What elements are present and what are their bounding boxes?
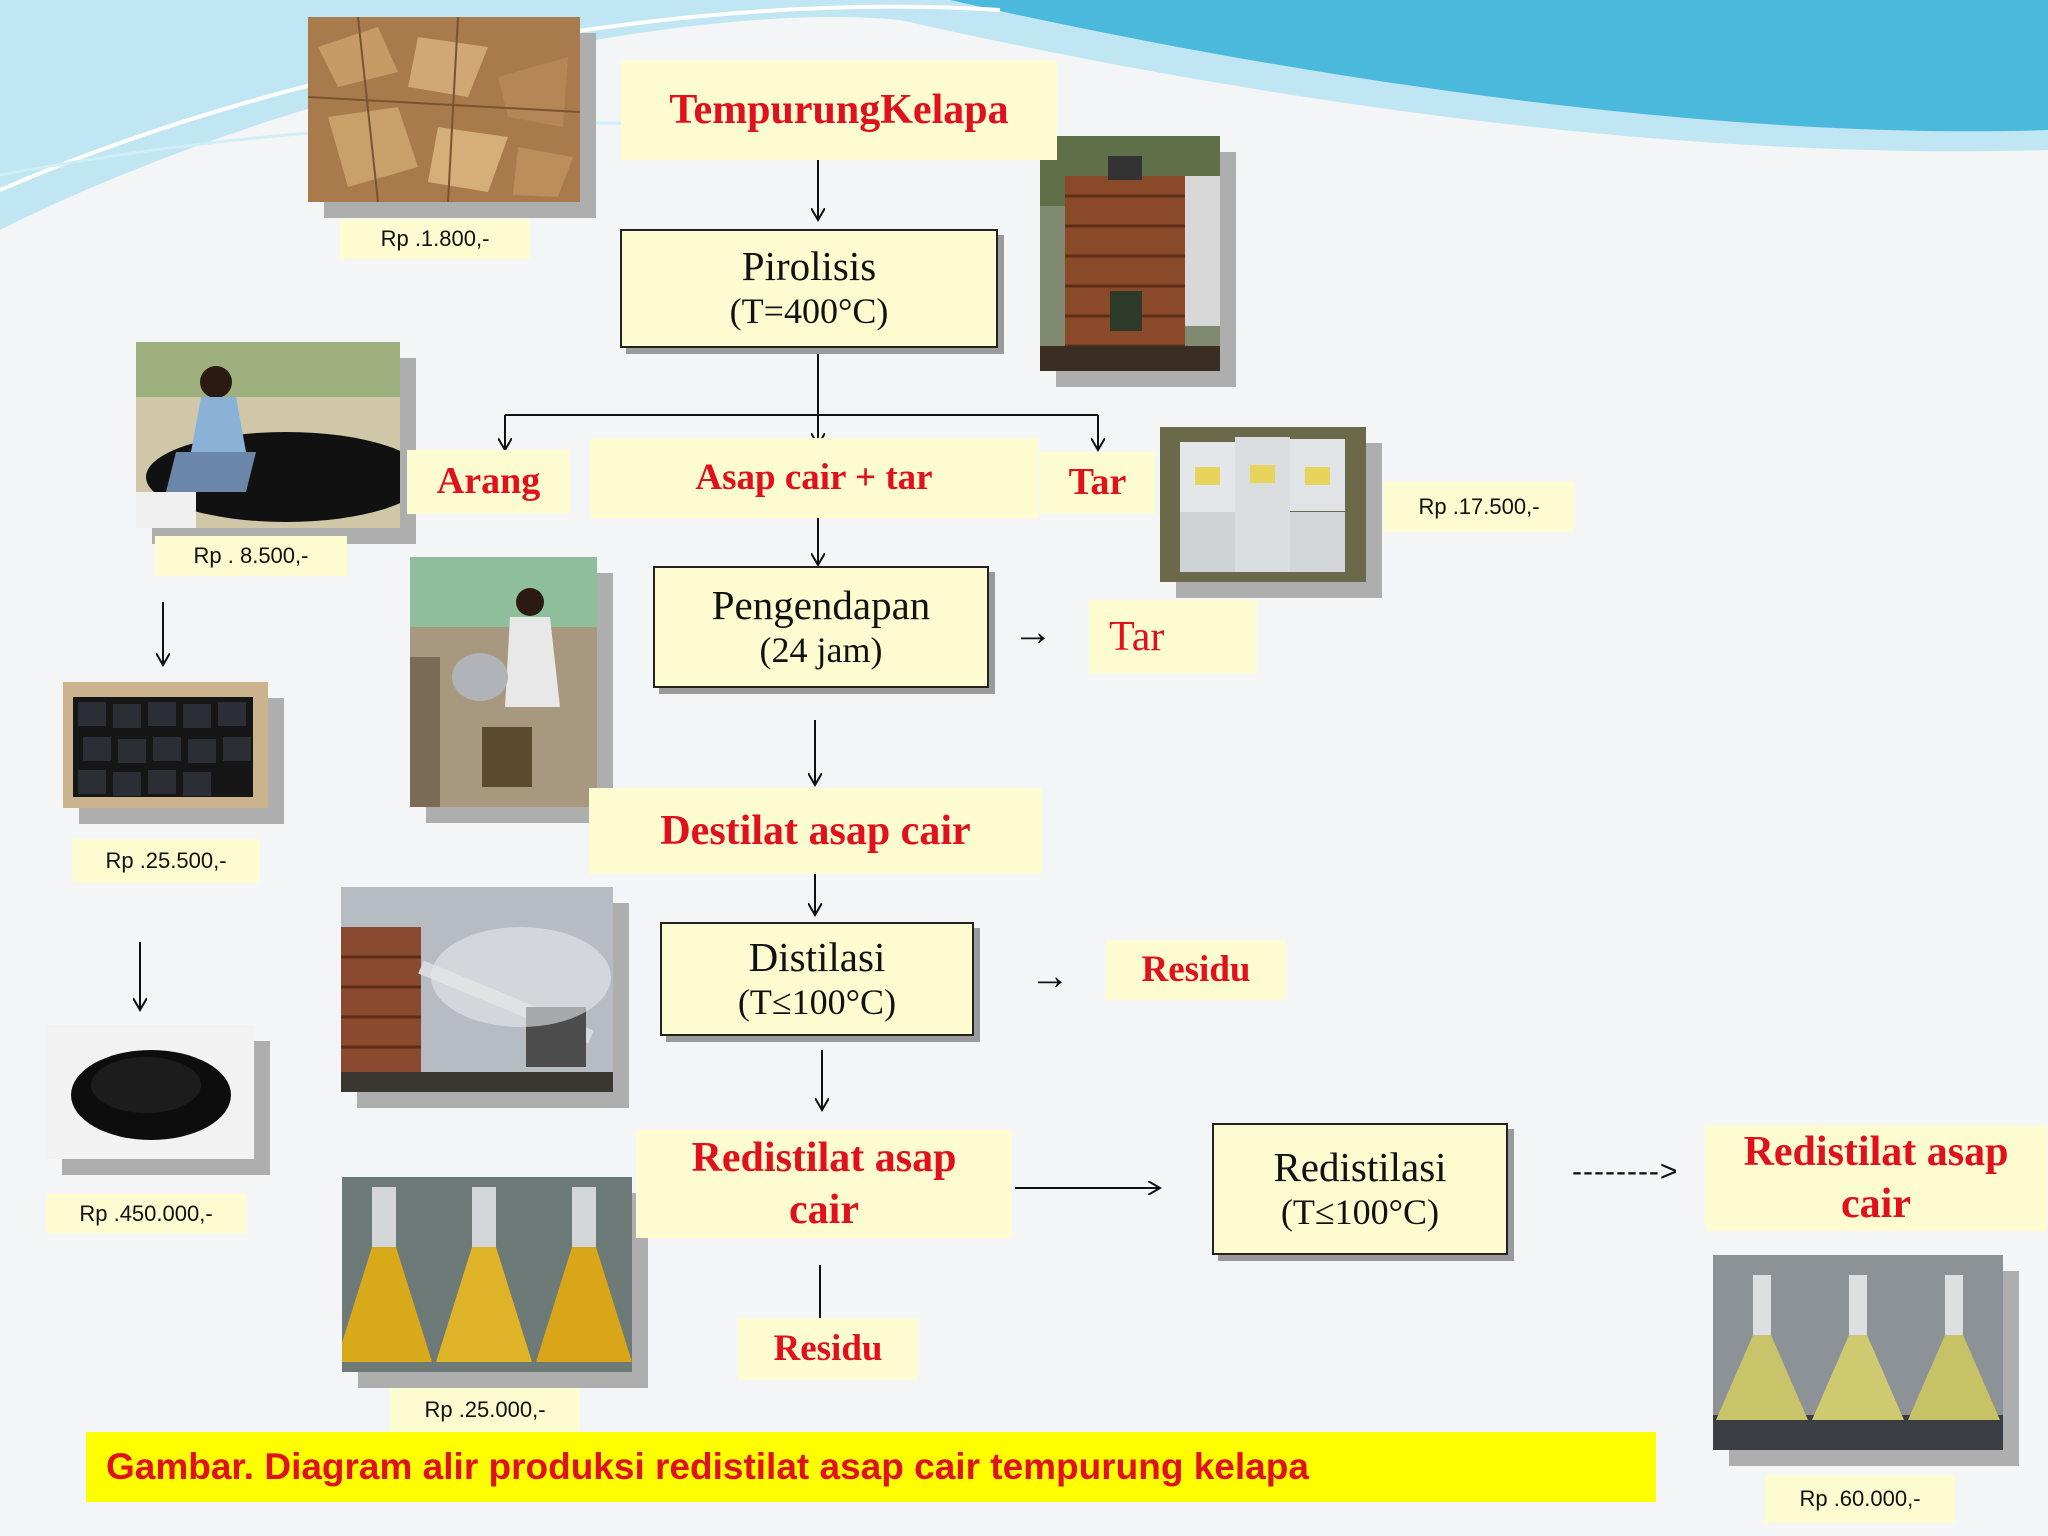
label-residu-distilasi: Residu [1106, 940, 1286, 1000]
photo-pyrolysis-kiln [1040, 136, 1220, 371]
price-arang: Rp . 8.500,- [155, 536, 347, 576]
label-redistilat-line2: cair [789, 1187, 859, 1233]
label-redistilat-asap-cair: Redistilat asap cair [636, 1130, 1012, 1238]
box-redistilasi-temp: (T≤100°C) [1280, 1191, 1440, 1232]
label-tar-settled-text: Tar [1109, 614, 1165, 660]
box-redistilasi-title: Redistilasi [1273, 1143, 1447, 1190]
label-final-redistilat: Redistilat asap cair [1705, 1125, 2047, 1231]
box-redistilasi: Redistilasi (T≤100°C) [1212, 1123, 1508, 1255]
box-pirolisis-temp: (T=400°C) [729, 291, 889, 332]
price-redistilat: Rp .25.000,- [390, 1388, 580, 1432]
arrow-to-residu: → [1030, 953, 1070, 998]
photo-redistillate-flasks [342, 1177, 632, 1372]
dashed-arrow-to-final: --------> [1572, 1155, 1679, 1188]
photo-charcoal-drying [136, 342, 400, 528]
label-redistilat-line1: Redistilat asap [691, 1134, 957, 1181]
photo-distillation [341, 887, 613, 1092]
label-final-line2: cair [1841, 1181, 1911, 1227]
box-pengendapan-time: (24 jam) [759, 629, 883, 670]
label-tempurung-kelapa: TempurungKelapa [621, 60, 1057, 160]
photo-activated-carbon [46, 1025, 254, 1159]
box-pirolisis: Pirolisis (T=400°C) [620, 229, 998, 348]
price-briket: Rp .25.500,- [72, 839, 260, 883]
label-final-line1: Redistilat asap [1743, 1128, 2009, 1175]
box-distilasi-temp: (T≤100°C) [737, 981, 897, 1022]
box-distilasi: Distilasi (T≤100°C) [660, 922, 974, 1036]
label-arang: Arang [407, 450, 570, 514]
box-pirolisis-title: Pirolisis [741, 243, 877, 290]
price-tempurung: Rp .1.800,- [340, 219, 530, 259]
price-final: Rp .60.000,- [1765, 1475, 1955, 1523]
figure-caption: Gambar. Diagram alir produksi redistilat… [86, 1432, 1656, 1502]
photo-jerry-cans [1160, 427, 1366, 582]
label-tar-settled: Tar [1089, 600, 1257, 674]
label-residu-redistilat: Residu [738, 1318, 918, 1380]
box-distilasi-title: Distilasi [748, 933, 886, 980]
photo-coconut-shells [308, 17, 580, 202]
label-destilat-asap-cair: Destilat asap cair [589, 788, 1042, 874]
box-pengendapan: Pengendapan (24 jam) [653, 566, 989, 688]
box-pengendapan-title: Pengendapan [711, 581, 931, 628]
label-tar: Tar [1040, 452, 1155, 514]
photo-charcoal-briquettes [63, 682, 268, 808]
photo-settling-process [410, 557, 597, 807]
price-tar: Rp .17.500,- [1384, 482, 1574, 532]
label-asap-cair-tar: Asap cair + tar [590, 438, 1038, 518]
photo-final-flasks [1713, 1255, 2003, 1450]
price-karbon: Rp .450.000,- [46, 1194, 246, 1234]
arrow-to-tar: → [1013, 609, 1053, 654]
